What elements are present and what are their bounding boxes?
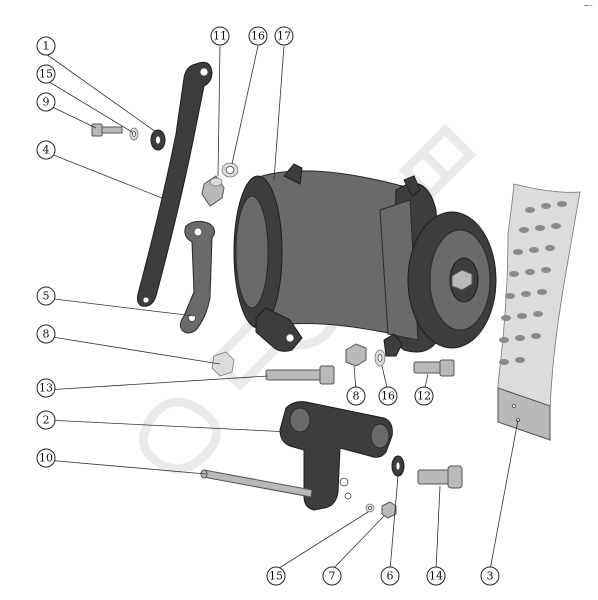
svg-text:1: 1 bbox=[43, 40, 50, 53]
callout-16-top: 16 bbox=[248, 26, 268, 46]
callout-1: 1 bbox=[36, 36, 56, 56]
long-bolt-13 bbox=[265, 365, 335, 385]
lock-washer-top bbox=[129, 127, 139, 141]
svg-text:12: 12 bbox=[417, 390, 431, 403]
lock-washer-bottom bbox=[365, 503, 375, 513]
callout-7: 7 bbox=[322, 566, 342, 586]
svg-text:7: 7 bbox=[329, 570, 336, 583]
callout-13: 13 bbox=[36, 378, 56, 398]
mounting-bracket bbox=[279, 401, 393, 511]
ring-washer-bottom bbox=[374, 349, 386, 367]
perforated-shield bbox=[497, 183, 581, 441]
bolt-14 bbox=[417, 465, 463, 489]
washer-6 bbox=[391, 455, 405, 477]
svg-text:9: 9 bbox=[43, 96, 50, 109]
svg-text:11: 11 bbox=[213, 30, 227, 43]
hex-nut-left bbox=[211, 351, 235, 377]
callout-14: 14 bbox=[426, 566, 446, 586]
callout-8-left: 8 bbox=[36, 324, 56, 344]
flat-washer bbox=[150, 129, 166, 151]
svg-text:6: 6 bbox=[387, 570, 394, 583]
svg-text:2: 2 bbox=[43, 414, 50, 427]
small-bolt bbox=[91, 123, 123, 137]
corner-mark: ~- bbox=[583, 1, 593, 10]
svg-text:13: 13 bbox=[39, 382, 53, 395]
callout-17: 17 bbox=[274, 26, 294, 46]
bolt-12 bbox=[413, 359, 455, 377]
callout-16-bottom: 16 bbox=[378, 386, 398, 406]
svg-text:10: 10 bbox=[39, 452, 53, 465]
callout-6: 6 bbox=[380, 566, 400, 586]
svg-text:8: 8 bbox=[353, 390, 360, 403]
svg-text:5: 5 bbox=[43, 290, 50, 303]
callout-8-right: 8 bbox=[346, 386, 366, 406]
callout-10: 10 bbox=[36, 448, 56, 468]
svg-text:15: 15 bbox=[269, 570, 283, 583]
strap-bracket bbox=[137, 61, 213, 307]
svg-text:8: 8 bbox=[43, 328, 50, 341]
svg-text:14: 14 bbox=[429, 570, 443, 583]
leader-lines bbox=[45, 45, 519, 571]
svg-text:15: 15 bbox=[39, 68, 53, 81]
callout-4: 4 bbox=[36, 140, 56, 160]
short-bracket bbox=[179, 220, 216, 334]
generator-body bbox=[233, 163, 497, 357]
svg-text:16: 16 bbox=[251, 30, 265, 43]
hex-nut-right bbox=[345, 343, 367, 367]
callout-5: 5 bbox=[36, 286, 56, 306]
callout-2: 2 bbox=[36, 410, 56, 430]
callout-15-bottom: 15 bbox=[266, 566, 286, 586]
svg-text:17: 17 bbox=[277, 30, 291, 43]
svg-text:16: 16 bbox=[381, 390, 395, 403]
bushing bbox=[201, 175, 225, 207]
ring-washer-top bbox=[221, 162, 239, 178]
callout-11: 11 bbox=[210, 26, 230, 46]
svg-text:4: 4 bbox=[43, 144, 50, 157]
callout-15-top: 15 bbox=[36, 64, 56, 84]
callout-9: 9 bbox=[36, 92, 56, 112]
shield-perforations bbox=[499, 201, 567, 365]
callout-3: 3 bbox=[480, 566, 500, 586]
hex-nut-7 bbox=[381, 501, 397, 519]
callout-12: 12 bbox=[414, 386, 434, 406]
long-stud-10 bbox=[200, 469, 313, 498]
svg-text:3: 3 bbox=[487, 570, 494, 583]
